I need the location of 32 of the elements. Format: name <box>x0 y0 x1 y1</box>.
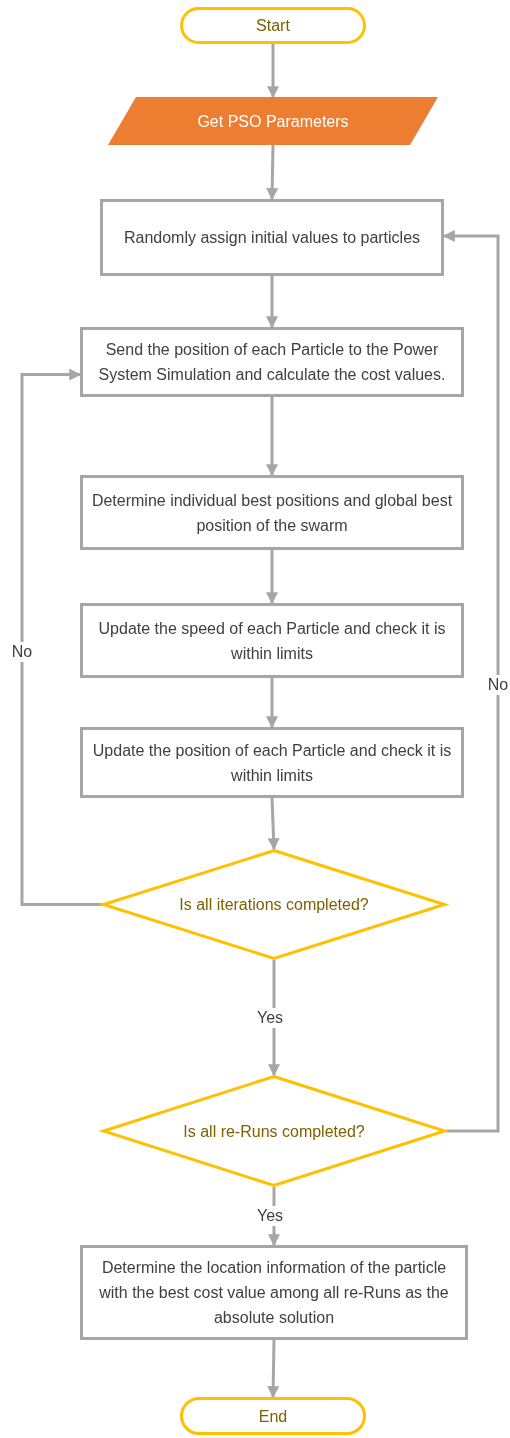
step-text: End <box>257 1406 289 1427</box>
arrow <box>266 397 278 477</box>
process-box <box>80 1245 468 1340</box>
decision-text: Is all re-Runs completed? <box>182 1121 366 1142</box>
process-box <box>80 603 464 678</box>
step-text: Send the position of each Particle to the Power System Simulation and calculate the cost values. <box>97 340 447 385</box>
step-text: Determine individual best positions and global best position of the swarm <box>90 490 454 536</box>
process-box <box>80 727 464 798</box>
edge-label: Yes <box>254 1206 286 1226</box>
arrow <box>266 678 278 729</box>
arrow <box>20 368 102 906</box>
arrow <box>266 550 278 605</box>
step-text: Update the position of each Particle and check it is within limits <box>91 740 453 786</box>
step-text: Get PSO Parameters <box>196 111 350 132</box>
edge-label: Yes <box>254 1008 286 1028</box>
step-text: Update the speed of each Particle and check it is within limits <box>97 618 447 664</box>
step-text: Randomly assign initial values to particles <box>122 228 422 248</box>
terminal-pill <box>180 1397 366 1435</box>
arrow <box>267 44 279 99</box>
arrow <box>442 229 500 1133</box>
step-text: Determine the location information of the particle with the best cost value among all re-Runs as the absolute solution <box>98 1258 450 1328</box>
input-parallelogram <box>108 97 438 145</box>
process-box <box>80 327 464 397</box>
process-box <box>80 475 464 550</box>
terminal-pill <box>180 7 366 44</box>
step-text: Start <box>255 16 291 36</box>
arrow <box>267 797 280 851</box>
process-box <box>100 199 444 276</box>
arrow <box>266 144 279 201</box>
arrow <box>267 1339 280 1399</box>
arrow <box>266 276 278 329</box>
decision-text: Is all iterations completed? <box>178 895 370 915</box>
